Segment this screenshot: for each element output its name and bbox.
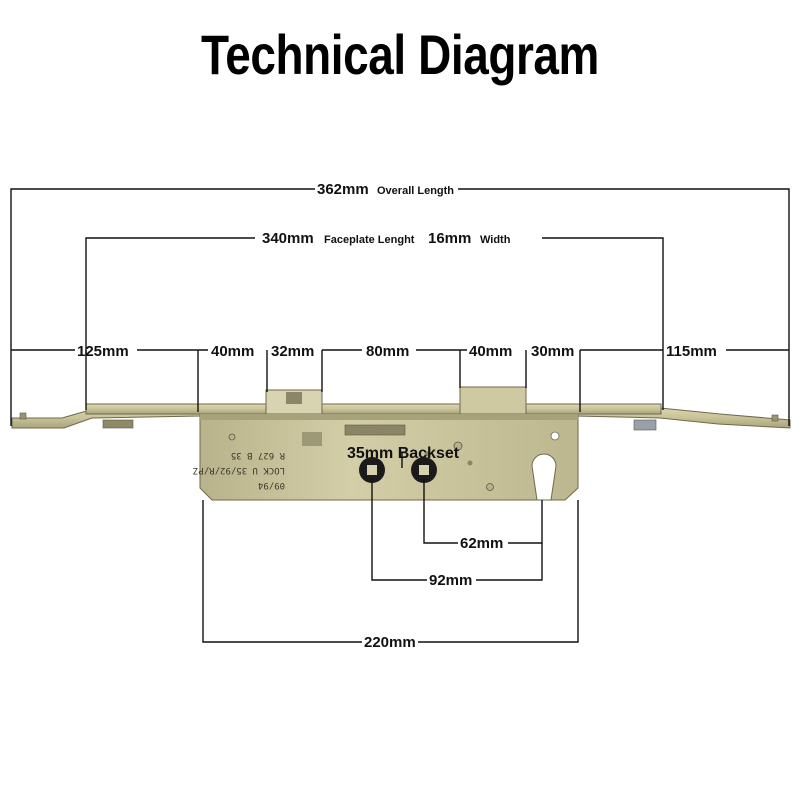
cylinder-cutout: [531, 453, 557, 501]
rivet-2: [467, 460, 473, 466]
latch-slot: [286, 392, 302, 404]
dim-overall-line: [10, 188, 315, 426]
stamp-text: 09/94 LOCK U 35/92/R/PZ R 627 B 35: [192, 450, 285, 490]
screw-3: [228, 433, 236, 441]
left-rod-pin: [19, 412, 27, 420]
label-faceplate-value: 340mm: [262, 230, 314, 247]
label-faceplate-width-value: 16mm: [428, 230, 471, 247]
label-125mm: 125mm: [77, 343, 129, 360]
dim-62-line: [423, 478, 458, 544]
case-slot: [302, 432, 322, 446]
right-rod-pin: [771, 414, 779, 422]
dim-faceplate-line-left: [85, 237, 255, 410]
left-guide-clip: [102, 419, 134, 429]
label-92mm: 92mm: [429, 572, 472, 589]
case-top-strip: [200, 414, 578, 420]
label-62mm: 62mm: [460, 535, 503, 552]
dim-62-line-right: [508, 500, 543, 544]
deadbolt: [459, 386, 527, 417]
rivet-1: [424, 451, 430, 457]
label-32mm: 32mm: [271, 343, 314, 360]
stamp-line-1: 09/94: [258, 480, 285, 490]
dim-92-line-right: [476, 543, 543, 581]
screw-1: [453, 441, 463, 451]
dim-overall-line-right: [458, 188, 790, 426]
label-220mm: 220mm: [364, 634, 416, 651]
lever-hub-1-square: [367, 465, 377, 475]
label-faceplate-width-desc: Width: [480, 234, 511, 246]
label-faceplate-desc: Faceplate Lenght: [324, 234, 415, 246]
label-30mm: 30mm: [531, 343, 574, 360]
label-backset: 35mm Backset: [347, 445, 460, 462]
lever-hub-2-square: [419, 465, 429, 475]
right-guide-clip: [633, 419, 657, 431]
label-115mm: 115mm: [666, 343, 717, 360]
label-80mm: 80mm: [366, 343, 409, 360]
label-40mm-right: 40mm: [469, 343, 512, 360]
dimension-lines: [10, 188, 790, 643]
dim-220-line: [202, 500, 362, 643]
screw-2: [486, 483, 494, 491]
stamp-line-3: R 627 B 35: [231, 450, 285, 460]
dim-faceplate-line-right: [542, 237, 664, 410]
stamp-line-2: LOCK U 35/92/R/PZ: [192, 465, 285, 475]
label-overall-desc: Overall Length: [377, 185, 454, 197]
label-overall-value: 362mm: [317, 181, 369, 198]
lock-mechanism: 09/94 LOCK U 35/92/R/PZ R 627 B 35: [11, 386, 791, 501]
dim-220-line-right: [418, 500, 579, 643]
dimension-labels: 362mm Overall Length 340mm Faceplate Len…: [77, 181, 717, 651]
dim-92-line: [371, 478, 427, 581]
diagram-title: Technical Diagram: [201, 23, 599, 86]
hub-window: [344, 424, 406, 436]
fixing-hole-top: [550, 431, 560, 441]
faceplate: [85, 403, 662, 415]
label-40mm-left: 40mm: [211, 343, 254, 360]
